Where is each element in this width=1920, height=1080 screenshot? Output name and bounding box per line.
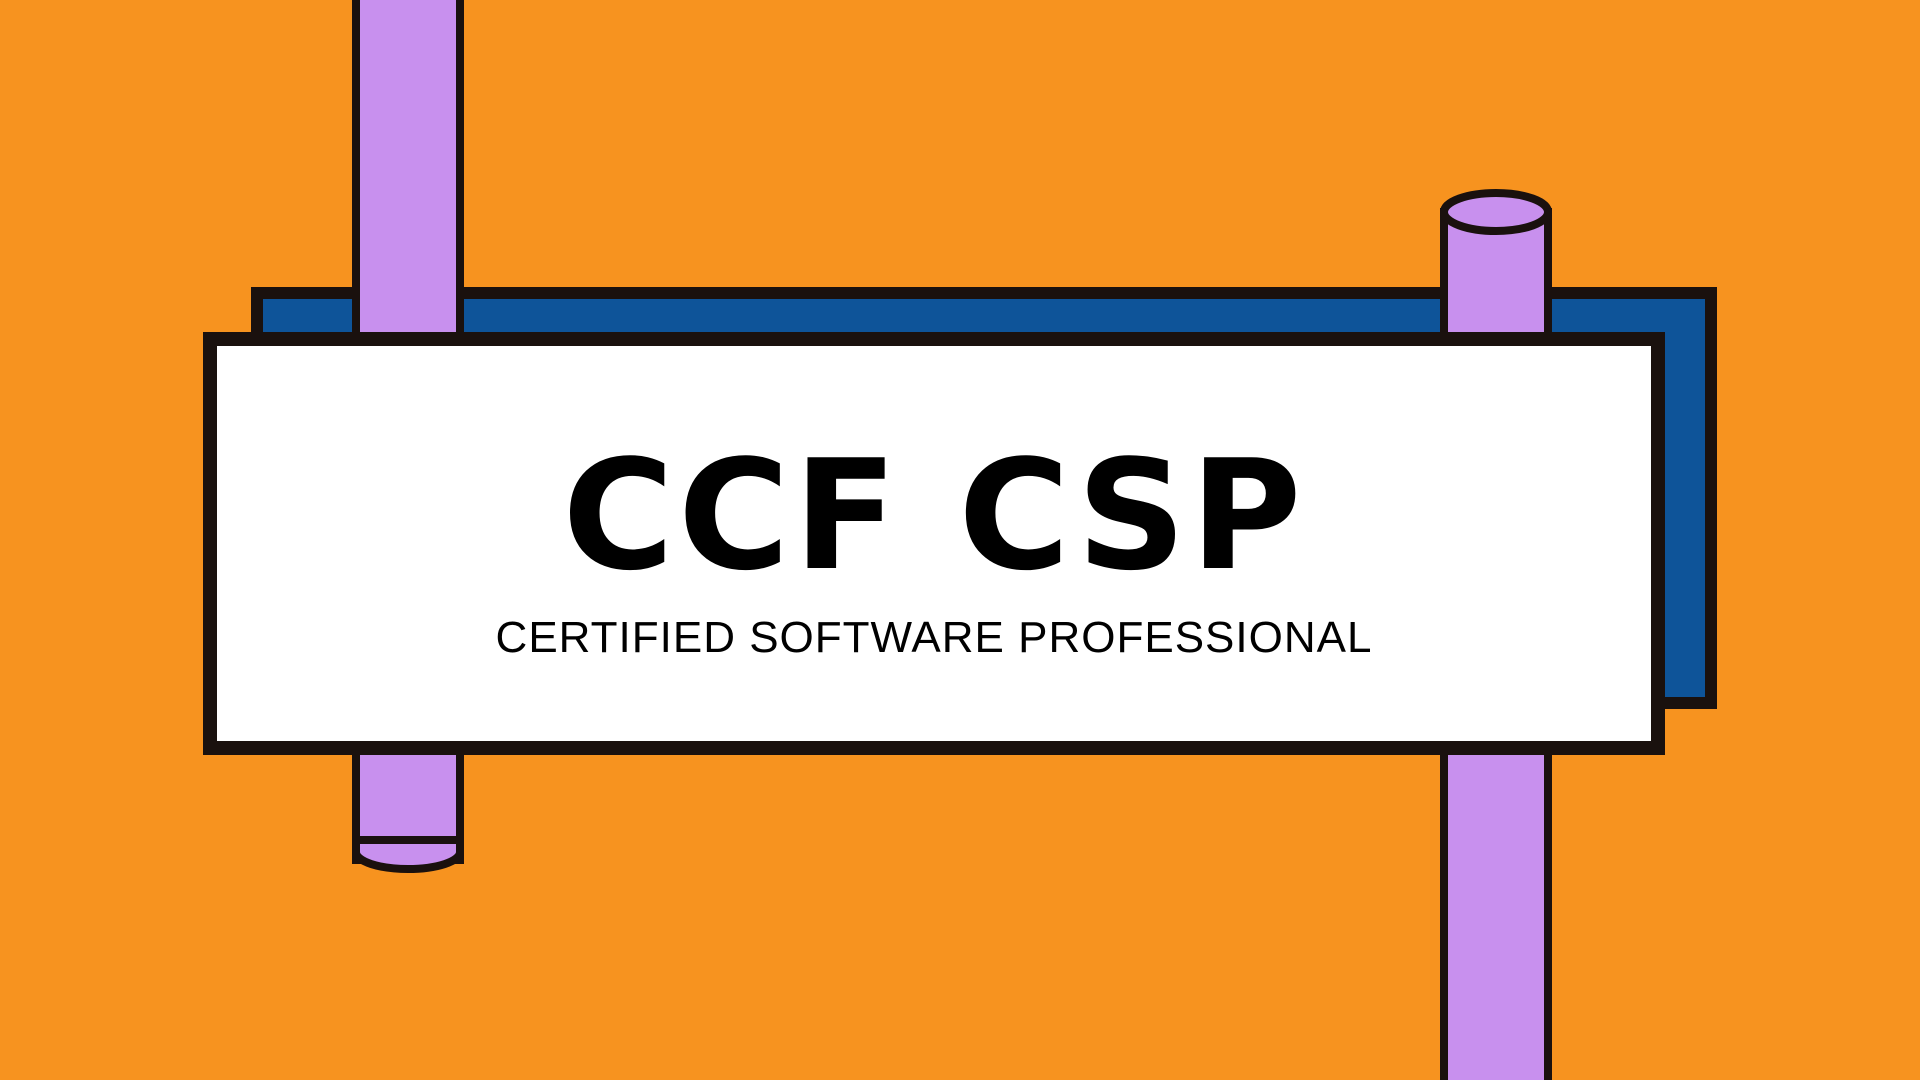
banner-subtitle: CERTIFIED SOFTWARE PROFESSIONAL (495, 613, 1373, 662)
banner-title: CCF CSP (562, 427, 1306, 604)
front-panel (203, 332, 1665, 755)
